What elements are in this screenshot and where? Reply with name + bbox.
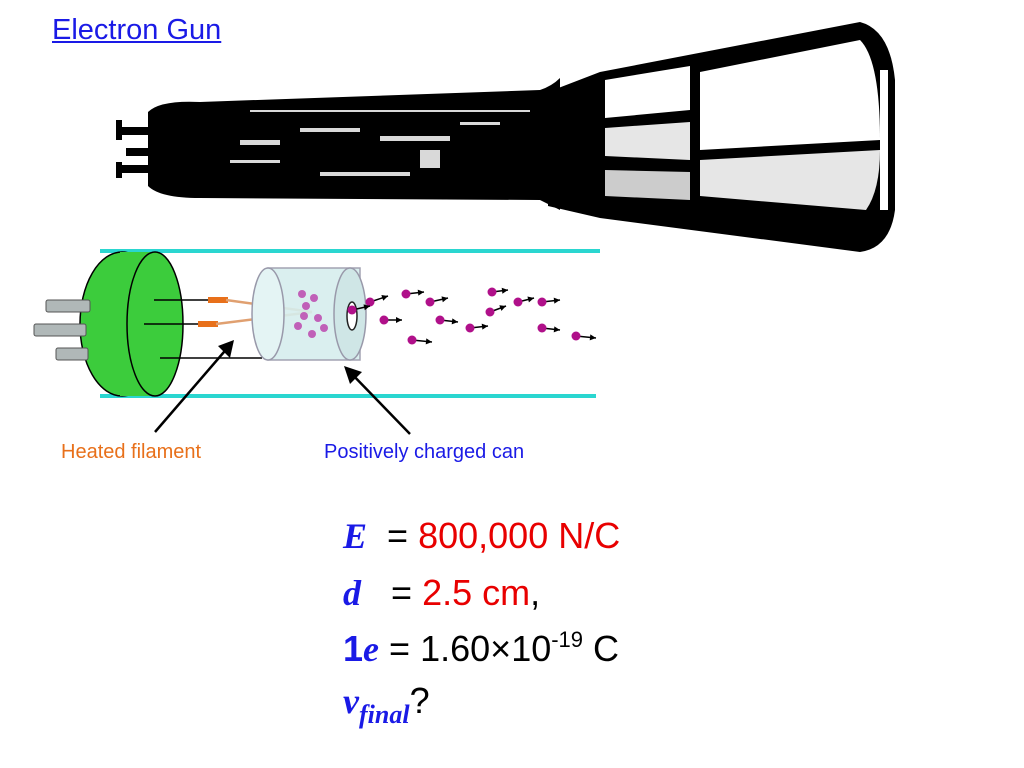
electron-dot xyxy=(513,297,523,307)
tube-neck xyxy=(148,78,560,210)
distance-equation: d = 2.5 cm, xyxy=(343,572,540,614)
e-field-symbol: E xyxy=(343,516,368,556)
electron-dot xyxy=(401,289,411,299)
electron-arrowhead xyxy=(425,338,432,345)
electron-arrowhead xyxy=(553,297,560,304)
charge-unit: C xyxy=(593,628,620,669)
charge-symbol: e xyxy=(363,629,380,669)
electron-velocity-arrow xyxy=(439,319,459,323)
filament-wires xyxy=(144,299,262,359)
e-field-value: 800,000 N/C xyxy=(418,515,621,556)
electron-velocity-arrow xyxy=(469,325,489,329)
electron-arrowhead xyxy=(527,296,534,303)
electron-velocity-arrow xyxy=(405,291,425,295)
electron-dot xyxy=(407,335,417,345)
electron-velocity-arrow xyxy=(351,305,371,311)
electron-arrowhead xyxy=(363,304,370,311)
emitted-electrons xyxy=(347,287,597,345)
electron-velocity-arrow xyxy=(489,305,507,313)
electron-velocity-arrow xyxy=(411,339,433,343)
heated-filament-lines xyxy=(215,298,313,326)
electron-dot xyxy=(379,315,389,325)
electron-velocity-arrow xyxy=(575,335,597,339)
tube-pins xyxy=(116,120,150,178)
electron-velocity-arrow xyxy=(369,295,389,303)
electron-velocity-arrow xyxy=(491,289,509,293)
electron-dot xyxy=(571,331,581,341)
tube-internal-highlights xyxy=(230,110,530,176)
electron-arrowhead xyxy=(417,289,424,296)
electron-arrowhead xyxy=(381,295,388,301)
charge-base: 10 xyxy=(511,628,552,669)
electron-arrowhead xyxy=(501,287,508,294)
times-sign: × xyxy=(490,628,512,669)
electron-dot xyxy=(435,315,445,325)
electron-dot xyxy=(425,297,435,307)
electron-dot xyxy=(365,297,375,307)
electron-velocity-arrow xyxy=(541,299,561,303)
charged-can xyxy=(251,267,367,361)
electron-dot xyxy=(465,323,475,333)
electron-dot xyxy=(347,305,357,315)
electron-velocity-arrow xyxy=(541,327,561,331)
charge-mantissa: 1.60 xyxy=(420,628,491,669)
tube-screen-glare xyxy=(605,40,888,210)
crt-tube-image xyxy=(116,22,895,252)
can-pointer-arrow xyxy=(344,366,411,435)
slide-title-link[interactable]: Electron Gun xyxy=(52,14,222,46)
velocity-subscript: final xyxy=(358,700,410,729)
distance-trail: , xyxy=(530,572,541,613)
electron-arrowhead xyxy=(441,296,448,303)
electron-arrowhead xyxy=(451,318,458,325)
plug-base xyxy=(79,251,184,397)
charge-coefficient: 1 xyxy=(343,628,364,669)
electric-field-equation: E = 800,000 N/C xyxy=(343,515,620,557)
charged-can-label: Positively charged can xyxy=(324,441,525,463)
filament-pointer-arrow xyxy=(154,340,234,433)
electron-arrowhead xyxy=(589,334,596,341)
distance-symbol: d xyxy=(343,573,361,613)
charge-equation: 1e = 1.60×10-19 C xyxy=(343,627,619,670)
velocity-symbol: v xyxy=(343,681,359,721)
equals-sign: = xyxy=(391,572,413,613)
electrons-in-can xyxy=(294,290,328,338)
equals-sign: = xyxy=(387,515,409,556)
electron-dot xyxy=(485,307,495,317)
electron-velocity-arrow xyxy=(517,297,535,303)
equals-sign: = xyxy=(389,628,411,669)
filament-contacts xyxy=(198,297,228,327)
electron-arrowhead xyxy=(499,305,506,311)
electron-velocity-arrow xyxy=(429,297,449,303)
electron-dot xyxy=(537,323,547,333)
electron-dot xyxy=(537,297,547,307)
charge-exponent: -19 xyxy=(551,627,584,652)
electron-arrowhead xyxy=(553,326,560,333)
electron-arrowhead xyxy=(396,317,402,323)
plug-pins xyxy=(33,299,91,361)
electron-dot xyxy=(487,287,497,297)
distance-value: 2.5 cm xyxy=(422,572,531,613)
question-mark: ? xyxy=(409,680,430,721)
electron-arrowhead xyxy=(481,323,488,330)
final-velocity-question: vfinal? xyxy=(343,680,430,730)
heated-filament-label: Heated filament xyxy=(61,441,202,463)
